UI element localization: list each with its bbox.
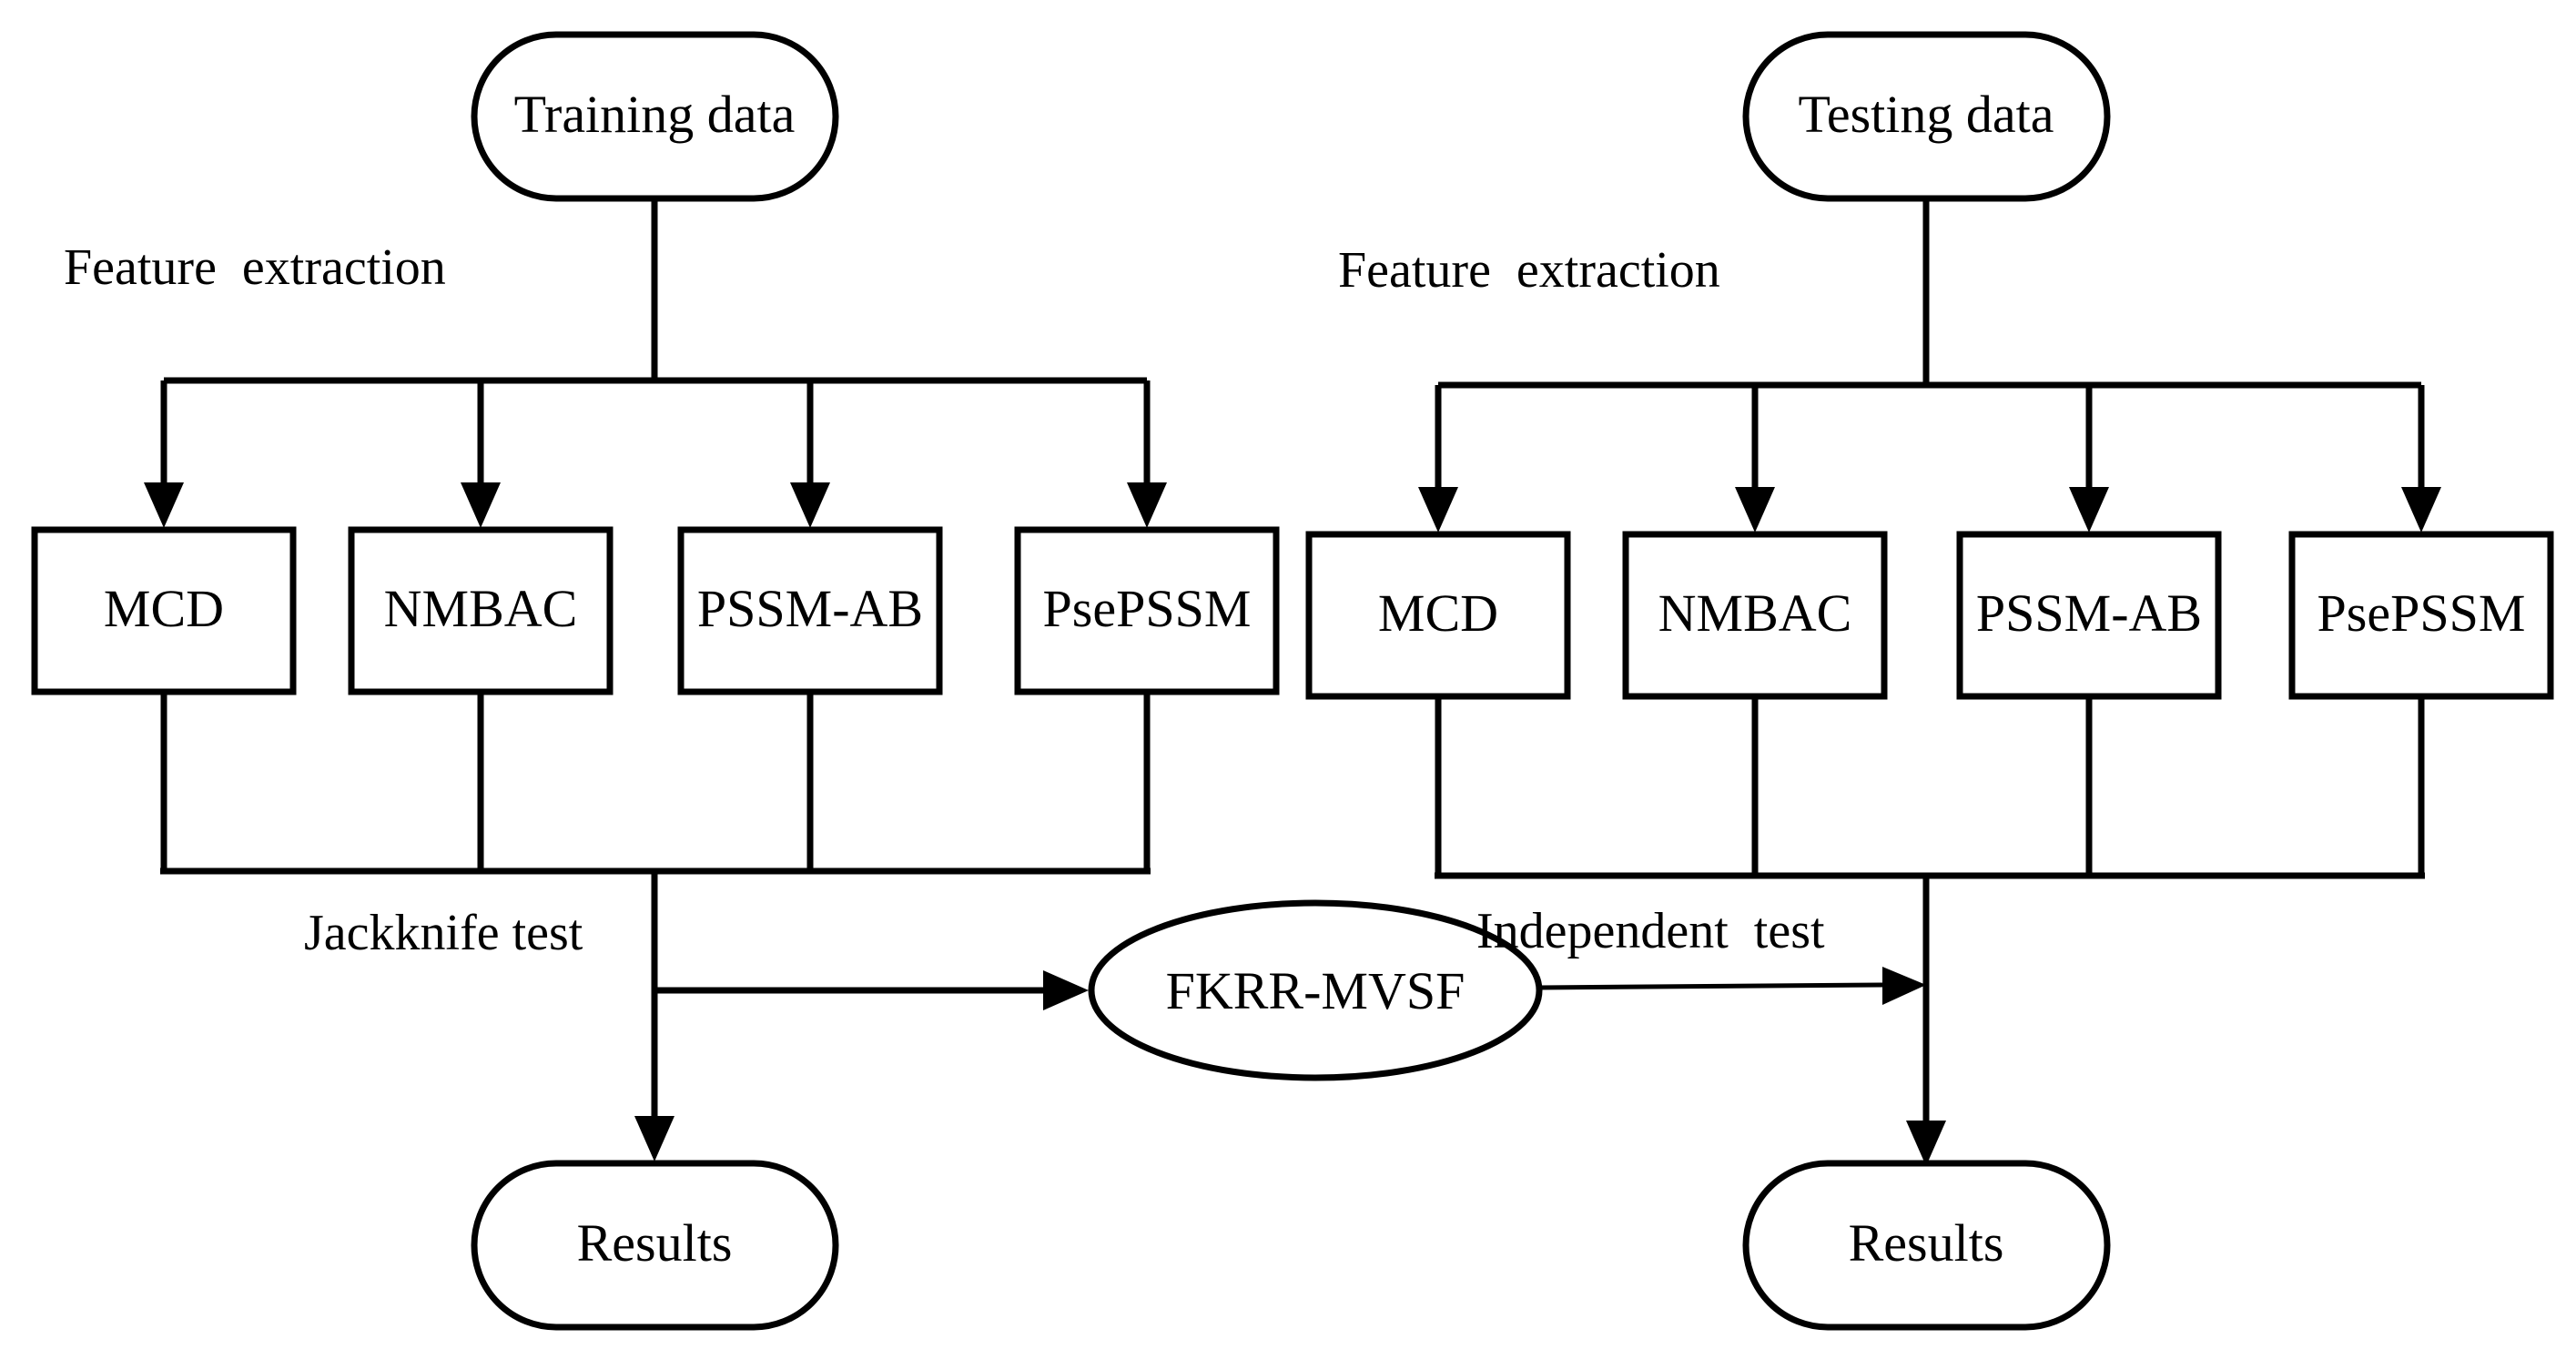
arrow-head-icon: [634, 1116, 674, 1161]
model-to-testing-line: [1538, 982, 1883, 990]
testing-feature-label-pssm-ab: PSSM-AB: [1976, 583, 2202, 643]
training-feature-extraction-label: Feature extraction: [64, 239, 446, 296]
testing-feature-label-nmbac: NMBAC: [1658, 583, 1852, 643]
testing-feature-box-psepssm: [2288, 531, 2554, 700]
fkrr-mvsf-model: [1088, 899, 1543, 1081]
testing-feature-label-psepssm: PsePSSM: [2317, 583, 2526, 643]
arrow-head-icon: [144, 482, 184, 528]
testing-results-terminal: [1742, 1160, 2111, 1331]
arrow-head-icon: [1882, 967, 1926, 1005]
arrow-head-icon: [461, 482, 501, 528]
arrow-head-icon: [1906, 1121, 1946, 1166]
arrow-head-icon: [1127, 482, 1167, 528]
fkrr-mvsf-label: FKRR-MVSF: [1166, 961, 1465, 1020]
training-feature-box-mcd: [31, 526, 297, 695]
arrow-head-icon: [2401, 487, 2441, 532]
arrow-head-icon: [1418, 487, 1458, 532]
testing-results-label: Results: [1849, 1213, 2004, 1273]
training-feature-label-pssm-ab: PSSM-AB: [697, 579, 923, 638]
jackknife-test-label: Jackknife test: [304, 905, 583, 961]
testing-feature-extraction-label: Feature extraction: [1338, 242, 1720, 299]
arrow-head-icon: [1043, 970, 1089, 1010]
training-feature-label-mcd: MCD: [104, 579, 224, 638]
arrow-head-icon: [790, 482, 830, 528]
independent-test-label: Independent test: [1476, 903, 1825, 959]
testing-data-label: Testing data: [1798, 85, 2054, 144]
training-results-terminal: [471, 1160, 839, 1331]
arrow-head-icon: [2069, 487, 2109, 532]
training-feature-label-psepssm: PsePSSM: [1043, 579, 1252, 638]
arrow-head-icon: [1735, 487, 1775, 532]
testing-feature-box-nmbac: [1622, 531, 1888, 700]
training-feature-label-nmbac: NMBAC: [384, 579, 578, 638]
training-results-label: Results: [577, 1213, 733, 1273]
training-data-label: Training data: [514, 85, 796, 144]
testing-feature-box-pssm-ab: [1956, 531, 2222, 700]
testing-feature-box-mcd: [1305, 531, 1571, 700]
testing-feature-label-mcd: MCD: [1378, 583, 1498, 643]
